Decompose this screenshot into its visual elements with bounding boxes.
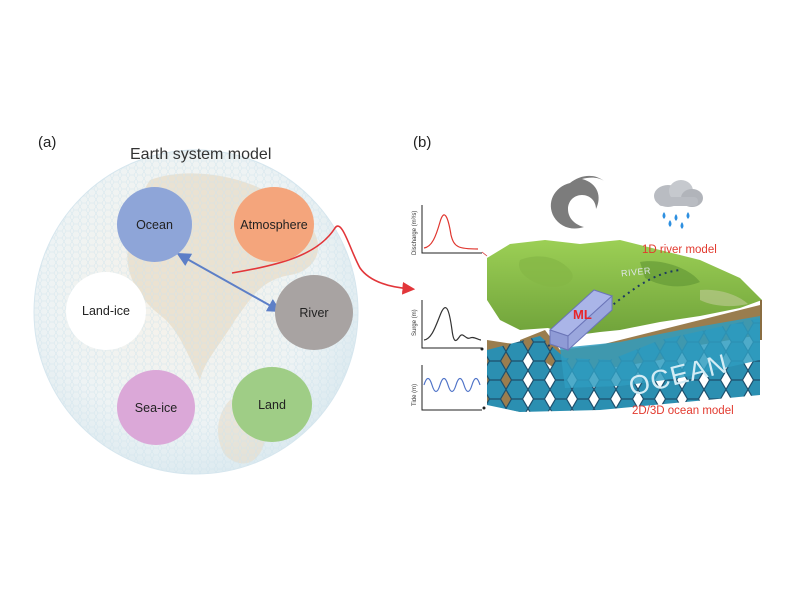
earth-system-model-title: Earth system model — [130, 146, 272, 163]
river-model-label: 1D river model — [642, 244, 717, 256]
surge-curve — [423, 307, 482, 342]
terrain-block — [487, 240, 762, 412]
sea-ice-node-label: Sea-ice — [134, 400, 178, 415]
hydrograph-link-arrow — [231, 225, 416, 295]
surge-plot — [421, 300, 484, 351]
atmosphere-node: Atmosphere — [234, 187, 314, 262]
land-ice-node-label: Land-ice — [82, 304, 130, 318]
surge-ylabel: Surge (m) — [412, 309, 418, 336]
discharge-curve — [423, 214, 479, 250]
tide-plot — [421, 365, 486, 411]
ocean-river-coupling-arrow — [176, 253, 282, 312]
ocean-node-label: Ocean — [136, 217, 173, 232]
tide-ylabel: Tide (m) — [412, 384, 418, 406]
tide-curve — [423, 377, 481, 393]
land-ice-node: Land-ice — [66, 272, 146, 350]
panel-a-label: (a) — [38, 134, 57, 151]
discharge-ylabel: Discharge (m³/s) — [412, 211, 418, 255]
ocean-node: Ocean — [117, 187, 192, 262]
land-node: Land — [232, 367, 312, 442]
ocean-model-label: 2D/3D ocean model — [632, 405, 734, 417]
panel-b-label: (b) — [413, 134, 432, 151]
ml-label: ML — [573, 307, 592, 322]
sea-ice-node: Sea-ice — [117, 370, 195, 445]
river-node-label: River — [299, 305, 329, 320]
atmosphere-node-label: Atmosphere — [240, 217, 308, 232]
river-node: River — [275, 275, 353, 350]
hurricane-icon — [550, 175, 604, 229]
discharge-plot — [421, 205, 488, 257]
land-node-label: Land — [258, 397, 286, 412]
rain-cloud-icon — [654, 180, 703, 229]
